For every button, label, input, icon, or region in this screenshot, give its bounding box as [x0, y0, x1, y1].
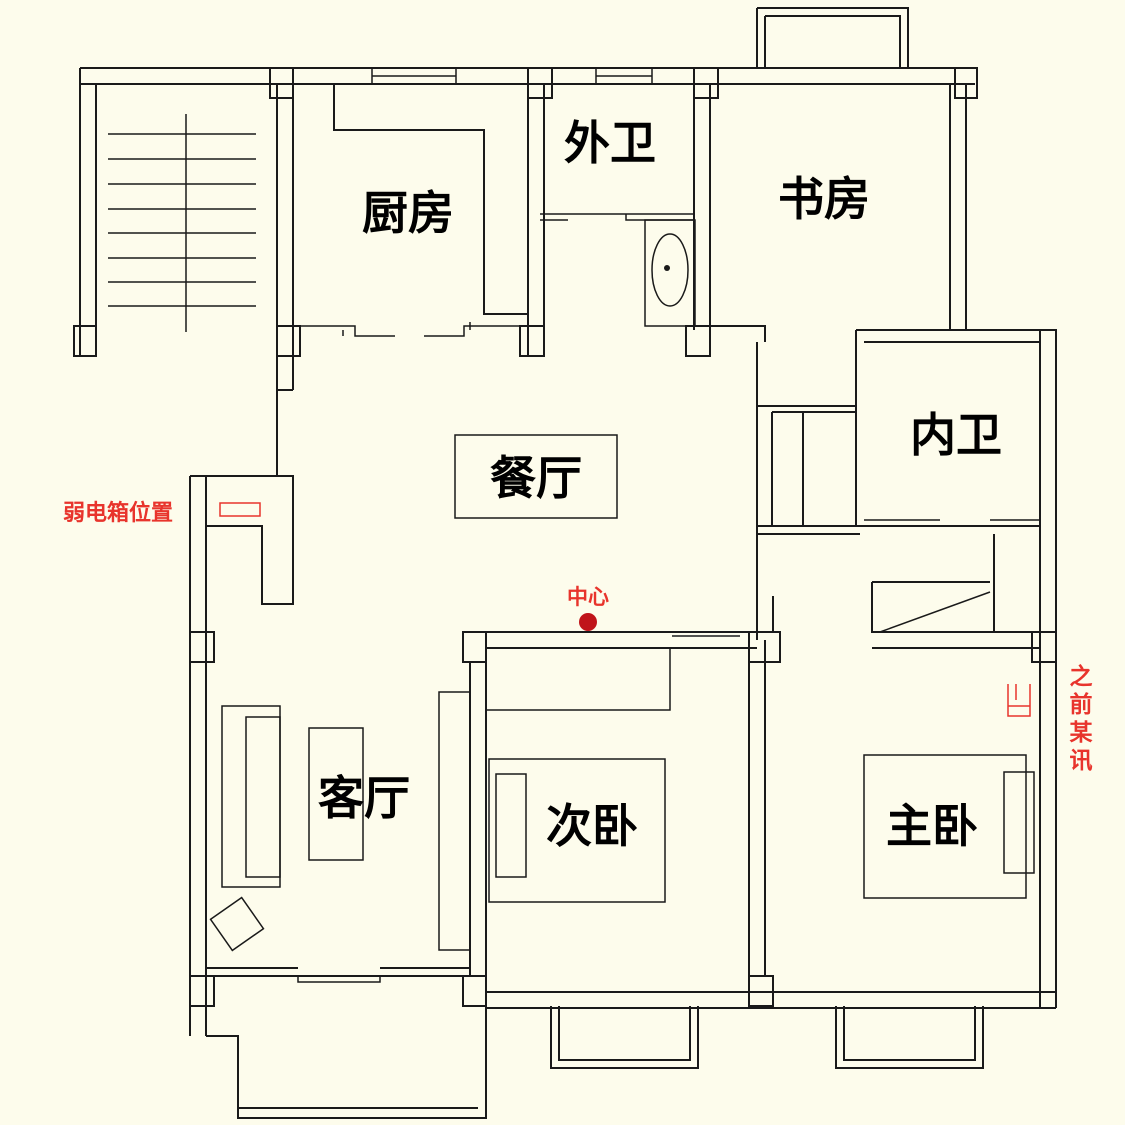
- kitchen-walls: [269, 67, 653, 357]
- bay-windows: [206, 967, 984, 1119]
- study-walls: [710, 325, 1057, 663]
- previous-note-char: 之: [1070, 663, 1093, 690]
- dining-table: [454, 434, 618, 519]
- armchair: [209, 896, 265, 952]
- master-bedroom-bed: [863, 754, 1035, 899]
- room-label-dining: 餐厅: [490, 451, 582, 505]
- room-label-guest-bath: 外卫: [564, 116, 656, 170]
- guest-bath-walls: [540, 67, 719, 357]
- center-dot-icon: [579, 613, 597, 631]
- sofa: [221, 705, 281, 888]
- room-label-master-bath: 内卫: [910, 408, 1002, 462]
- previous-note: 之 前 某 讯: [1070, 663, 1094, 774]
- staircase: [108, 114, 256, 332]
- coffee-table: [308, 727, 364, 861]
- outer-walls: [73, 67, 1057, 1036]
- room-label-master-bedroom: 主卧: [886, 799, 978, 853]
- weak-current-box-label: 弱电箱位置: [63, 500, 173, 526]
- previous-note-char: 某: [1070, 719, 1094, 746]
- room-label-kitchen: 厨房: [362, 186, 454, 240]
- room-label-second-bedroom: 次卧: [546, 799, 638, 853]
- study-balcony: [756, 7, 909, 68]
- previous-note-char: 讯: [1070, 748, 1093, 774]
- center-label: 中心: [567, 585, 609, 609]
- tv-cabinet: [438, 691, 471, 951]
- previous-marker-icon: [1007, 684, 1031, 717]
- second-bedroom-bed: [488, 758, 666, 903]
- room-label-living: 客厅: [318, 771, 410, 825]
- room-label-study: 书房: [778, 172, 870, 226]
- previous-note-char: 前: [1070, 691, 1093, 718]
